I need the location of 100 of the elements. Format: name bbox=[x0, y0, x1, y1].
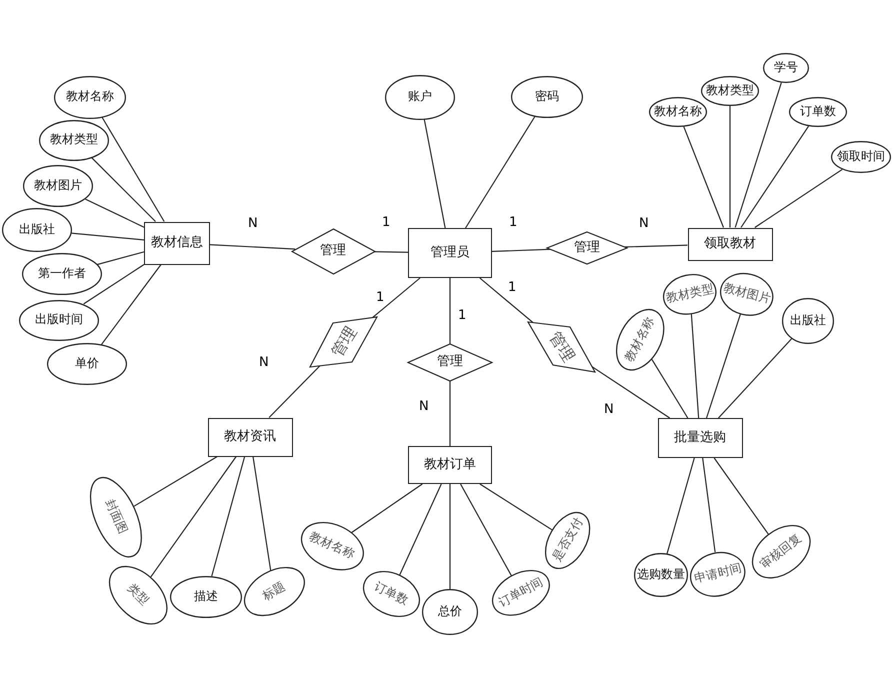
connector-line bbox=[740, 126, 809, 228]
attribute-name: 教材名称 bbox=[622, 316, 658, 364]
attribute-name: 是否支付 bbox=[550, 516, 586, 564]
attribute-name: 教材名称 bbox=[66, 90, 114, 104]
connector-line bbox=[449, 278, 451, 344]
attribute-ellipse bbox=[789, 97, 847, 127]
connector-line bbox=[479, 278, 534, 324]
attribute-ellipse bbox=[19, 300, 99, 340]
attribute-name: 封面图 bbox=[102, 498, 130, 536]
entity-box bbox=[208, 418, 292, 456]
attribute-ellipse bbox=[831, 141, 891, 173]
attribute-ellipse bbox=[649, 97, 707, 127]
connector-line bbox=[690, 314, 700, 418]
cardinality-label: 1 bbox=[382, 215, 390, 230]
attribute-name: 教材类型 bbox=[706, 84, 754, 98]
entity-name: 教材资讯 bbox=[224, 430, 276, 444]
attribute-ellipse bbox=[422, 589, 478, 635]
connector-line bbox=[683, 126, 724, 228]
attribute-name: 出版时间 bbox=[35, 313, 83, 327]
attribute-name: 出版社 bbox=[790, 314, 826, 328]
attribute-name: 类型 bbox=[124, 582, 152, 608]
attribute-ellipse bbox=[362, 570, 420, 617]
connector-line bbox=[150, 456, 237, 578]
connector-line bbox=[102, 116, 165, 222]
connector-line bbox=[465, 116, 536, 228]
attribute-name: 教材名称 bbox=[307, 530, 357, 562]
attribute-ellipse bbox=[300, 522, 364, 570]
connector-line bbox=[651, 359, 688, 418]
connector-line bbox=[734, 82, 782, 228]
attribute-ellipse bbox=[663, 274, 717, 314]
attribute-ellipse bbox=[634, 553, 688, 597]
cardinality-label: 1 bbox=[458, 308, 466, 323]
connector-line bbox=[754, 169, 843, 228]
attribute-ellipse bbox=[170, 576, 242, 618]
entity-box bbox=[658, 418, 742, 458]
attribute-name: 账户 bbox=[408, 90, 432, 104]
entity-name: 教材信息 bbox=[151, 236, 203, 250]
attribute-ellipse bbox=[39, 120, 109, 160]
attribute-ellipse bbox=[22, 253, 102, 295]
connector-line bbox=[72, 232, 144, 240]
attribute-name: 教材名称 bbox=[654, 105, 702, 119]
attribute-name: 领取时间 bbox=[837, 150, 885, 164]
attribute-name: 总价 bbox=[438, 605, 462, 619]
attribute-name: 订单时间 bbox=[496, 576, 546, 610]
connector-line bbox=[85, 198, 144, 228]
entity-box bbox=[408, 446, 492, 484]
connector-line bbox=[480, 484, 552, 530]
attribute-name: 密码 bbox=[535, 90, 559, 104]
cardinality-label: N bbox=[419, 399, 429, 414]
attribute-ellipse bbox=[782, 298, 834, 344]
connector-line bbox=[351, 484, 423, 533]
attribute-name: 选购数量 bbox=[637, 568, 685, 582]
attribute-ellipse bbox=[244, 567, 304, 617]
attribute-name: 标题 bbox=[260, 580, 288, 604]
entity-name: 管理员 bbox=[430, 246, 470, 260]
attribute-name: 申请时间 bbox=[693, 562, 743, 586]
relationship-name: 管理 bbox=[574, 240, 600, 256]
connector-line bbox=[624, 244, 688, 248]
attribute-ellipse bbox=[763, 53, 809, 83]
cardinality-label: N bbox=[259, 355, 269, 370]
connector-line bbox=[592, 366, 670, 418]
attribute-ellipse bbox=[690, 552, 746, 596]
entity-box bbox=[408, 228, 492, 278]
relationship-diamond bbox=[292, 228, 374, 274]
attribute-name: 教材图片 bbox=[722, 282, 772, 306]
connector-line bbox=[211, 456, 246, 576]
connector-line bbox=[399, 484, 442, 576]
connector-line bbox=[372, 278, 420, 318]
connector-line bbox=[460, 484, 512, 576]
relationship-name: 管理 bbox=[328, 324, 360, 360]
connector-line bbox=[449, 484, 451, 589]
entity-box bbox=[144, 222, 210, 264]
cardinality-label: N bbox=[248, 216, 258, 231]
relationship-diamond bbox=[547, 232, 627, 264]
connector-line bbox=[97, 251, 144, 265]
attribute-name: 订单数 bbox=[800, 105, 836, 119]
attribute-name: 学号 bbox=[774, 61, 798, 75]
entity-name: 领取教材 bbox=[704, 236, 756, 252]
attribute-name: 审核回复 bbox=[758, 532, 804, 572]
connector-line bbox=[210, 244, 296, 250]
attribute-name: 教材图片 bbox=[34, 179, 82, 193]
entity-box bbox=[688, 228, 772, 260]
attribute-ellipse bbox=[720, 272, 774, 316]
connector-line bbox=[449, 380, 451, 446]
attribute-name: 教材类型 bbox=[665, 282, 715, 306]
attribute-name: 教材类型 bbox=[50, 133, 98, 147]
connector-line bbox=[134, 456, 218, 507]
connector-line bbox=[373, 251, 408, 253]
entity-name: 批量选购 bbox=[674, 430, 726, 446]
attribute-ellipse bbox=[2, 208, 72, 252]
connector-line bbox=[252, 456, 272, 570]
cardinality-label: 1 bbox=[376, 290, 384, 305]
attribute-ellipse bbox=[90, 476, 142, 558]
attribute-ellipse bbox=[616, 309, 664, 371]
connector-line bbox=[424, 119, 446, 228]
relationship-diamond bbox=[310, 317, 377, 367]
attribute-name: 描述 bbox=[194, 590, 218, 604]
connector-line bbox=[714, 458, 769, 534]
cardinality-label: N bbox=[604, 402, 614, 417]
attribute-name: 单价 bbox=[75, 357, 99, 371]
